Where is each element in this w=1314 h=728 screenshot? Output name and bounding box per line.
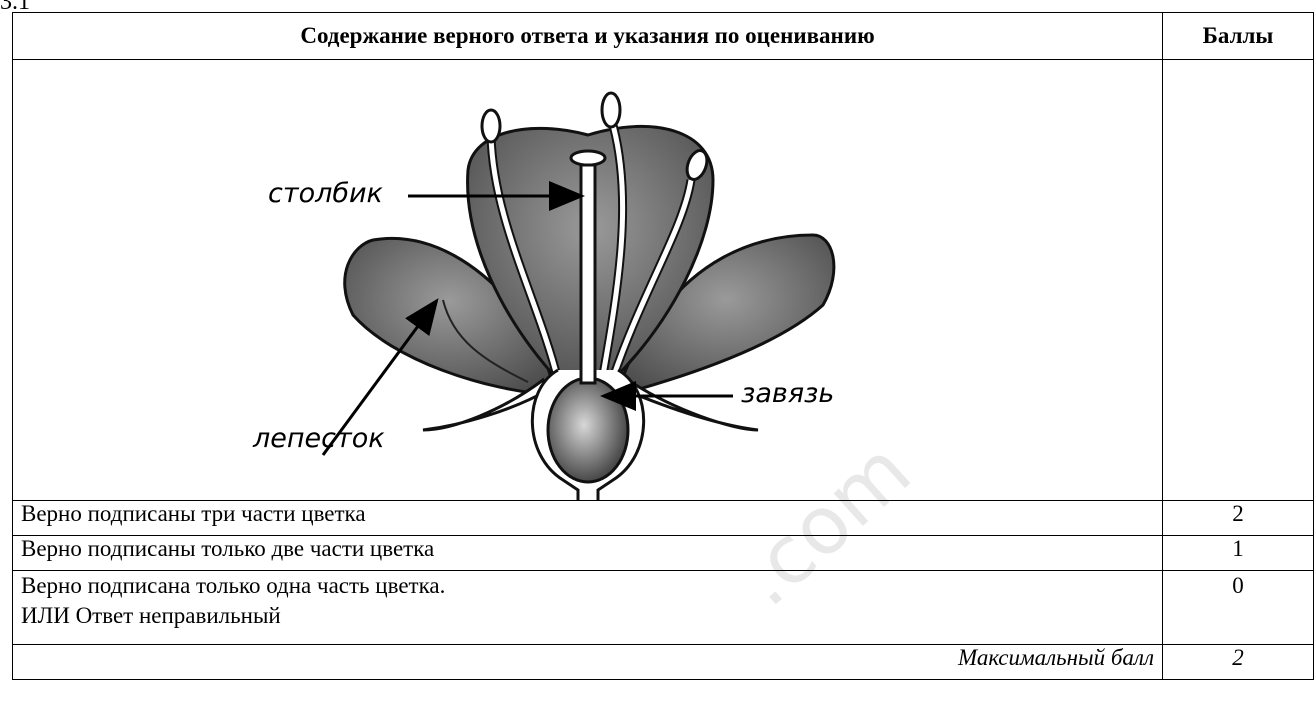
max-score-value: 2 [1163,645,1314,680]
row-text: Верно подписаны только две части цветка [13,536,1163,571]
grading-table: Содержание верного ответа и указания по … [12,12,1314,680]
table-row: Верно подписаны три части цветка 2 [13,501,1314,536]
figure-cell: столбик лепесток завязь [13,60,1163,501]
flower-diagram: столбик лепесток завязь [13,60,1163,500]
row-text-line2: ИЛИ Ответ неправильный [21,601,1154,631]
header-content: Содержание верного ответа и указания по … [13,13,1163,60]
row-text-line1: Верно подписана только одна часть цветка… [21,571,1154,601]
row-points: 1 [1163,536,1314,571]
row-text: Верно подписана только одна часть цветка… [13,571,1163,645]
label-ovary: завязь [741,378,834,409]
figure-row: столбик лепесток завязь [13,60,1314,501]
max-score-row: Максимальный балл 2 [13,645,1314,680]
row-points: 2 [1163,501,1314,536]
row-points: 0 [1163,571,1314,645]
max-score-label: Максимальный балл [13,645,1163,680]
table-row: Верно подписана только одна часть цветка… [13,571,1314,645]
figure-points-cell [1163,60,1314,501]
row-text: Верно подписаны три части цветка [13,501,1163,536]
ovary [548,378,628,482]
style [581,165,595,383]
label-petal: лепесток [252,423,385,454]
header-points: Баллы [1163,13,1314,60]
table-header-row: Содержание верного ответа и указания по … [13,13,1314,60]
label-style: столбик [268,178,384,209]
table-row: Верно подписаны только две части цветка … [13,536,1314,571]
